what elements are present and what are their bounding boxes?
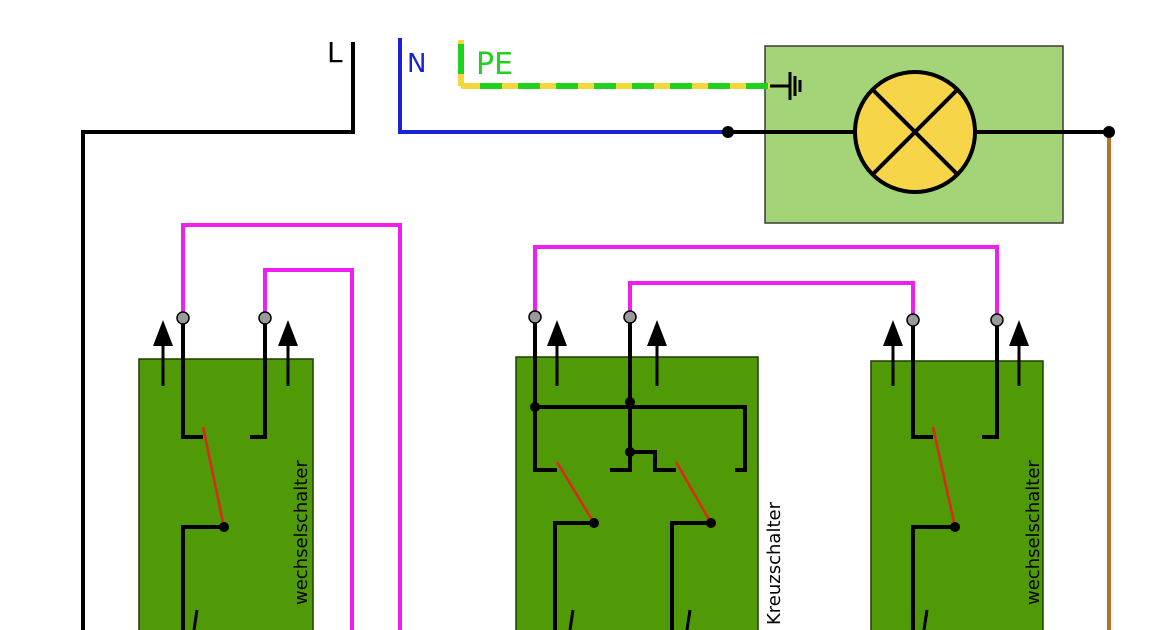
phase-wire xyxy=(81,42,355,630)
switch-left-body xyxy=(138,358,314,630)
junction-dot xyxy=(530,402,540,412)
switch-middle-lever-2 xyxy=(674,461,713,524)
arrow-up-icons xyxy=(153,320,1029,386)
arrow-up-icon xyxy=(547,320,567,386)
switch-right-contacts xyxy=(911,324,999,630)
junction-dot xyxy=(625,397,635,407)
switch-middle-label: Kreuzschalter xyxy=(764,501,785,625)
terminal xyxy=(906,313,920,327)
junction-dot xyxy=(722,126,734,138)
arrow-up-icon xyxy=(883,320,903,386)
switch-middle-pivot-1 xyxy=(589,518,599,528)
arrow-up-icon xyxy=(647,320,667,386)
neutral-wire xyxy=(398,38,728,134)
arrow-up-icon xyxy=(153,320,173,386)
switch-right-body xyxy=(870,360,1044,630)
pe-wire xyxy=(458,40,770,89)
switch-middle-pivot-2 xyxy=(706,518,716,528)
junction-dot xyxy=(1103,126,1115,138)
switch-right-pivot xyxy=(950,522,960,532)
earth-ground-icon xyxy=(770,72,802,100)
label-n: N xyxy=(407,49,426,79)
terminal xyxy=(623,310,637,324)
arrow-up-icon xyxy=(1009,320,1029,386)
terminal xyxy=(176,311,190,325)
label-pe: PE xyxy=(476,47,513,82)
traveller-wires xyxy=(181,223,999,630)
switch-middle-contacts xyxy=(533,322,747,630)
switch-middle-lever-1 xyxy=(555,461,596,524)
switch-left-contacts xyxy=(181,322,267,630)
switch-left-pivot xyxy=(219,522,229,532)
terminal xyxy=(528,310,542,324)
terminals xyxy=(176,310,1004,327)
switch-left-label: wechselschalter xyxy=(291,460,312,605)
label-l: L xyxy=(327,36,343,69)
switch-left-lever xyxy=(201,426,226,528)
lamp-symbol-icon xyxy=(853,70,977,194)
junction-dot xyxy=(625,447,635,457)
arrow-up-icon xyxy=(278,320,298,386)
terminal xyxy=(258,311,272,325)
terminal xyxy=(990,313,1004,327)
switch-right-label: wechselschalter xyxy=(1023,460,1044,605)
switch-right-lever xyxy=(931,426,957,528)
switch-middle-body xyxy=(515,356,759,630)
